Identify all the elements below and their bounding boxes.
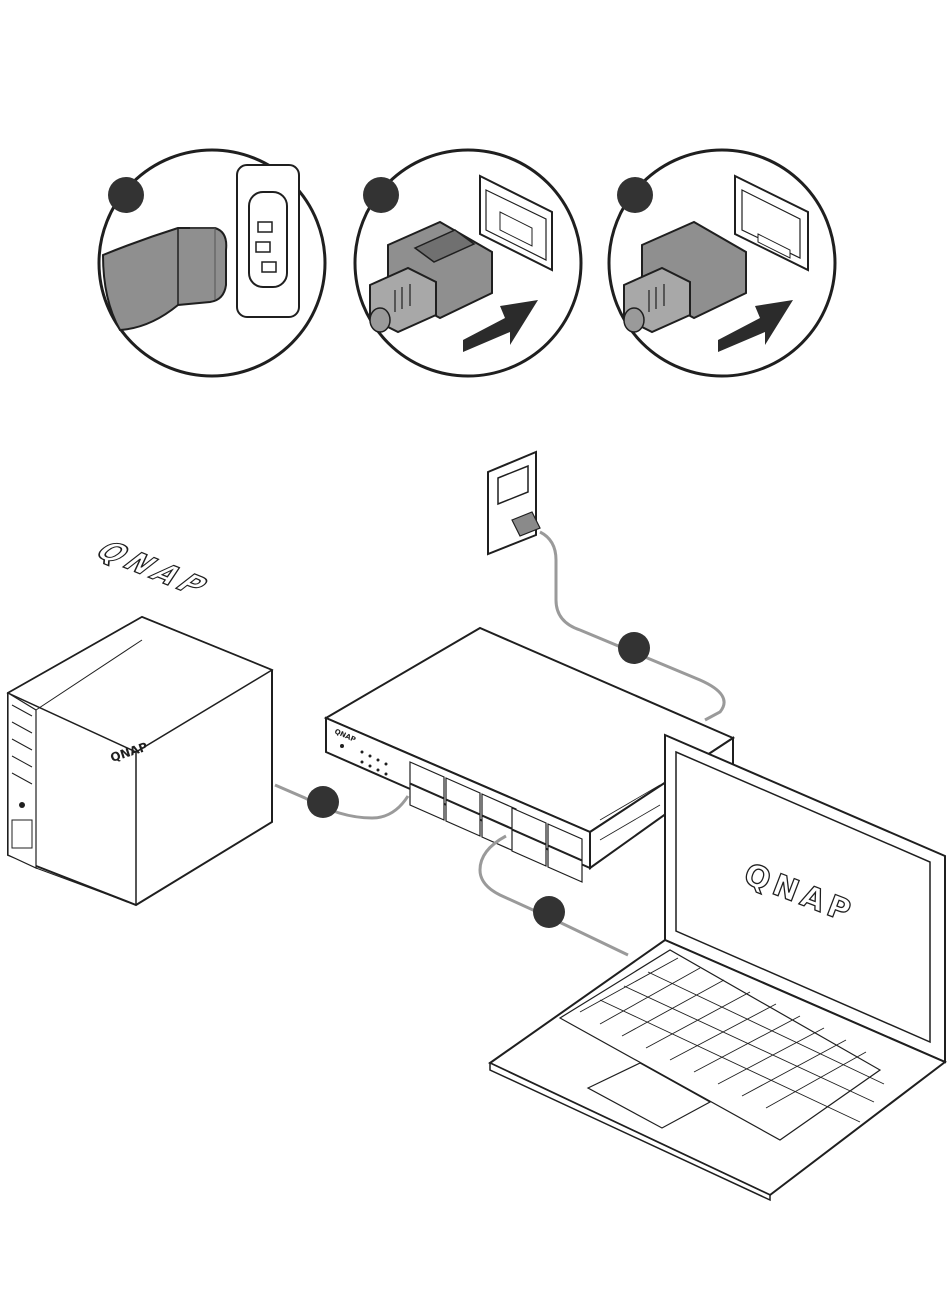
step-marker-1 [108,177,144,213]
power-inlet-icon [237,165,299,317]
nas-device: QNAP [8,617,272,905]
nas-marker [307,786,339,818]
step-marker-2 [363,177,399,213]
nas-cable [275,785,408,818]
wall-outlet-icon [488,452,540,554]
power-inlet-inset [99,150,325,376]
laptop-marker [533,896,565,928]
sfp-inset [609,150,835,376]
step-marker-3 [617,177,653,213]
switch-power-marker [618,632,650,664]
switch-logo: QNAP [86,537,221,603]
rj45-inset [355,150,581,376]
